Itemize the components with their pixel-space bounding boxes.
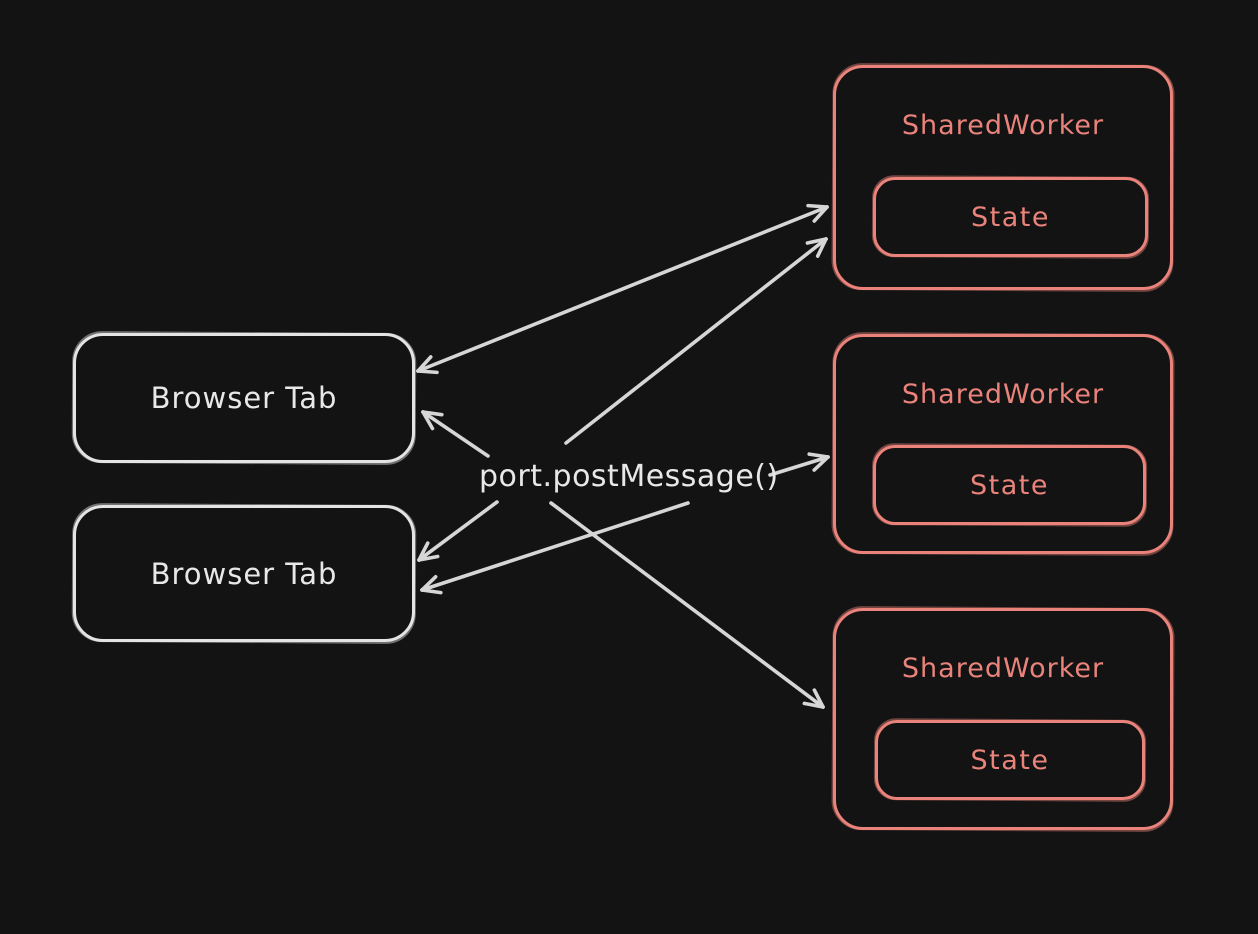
arrowhead — [812, 688, 825, 709]
arrow-center-tab2-b — [420, 501, 690, 592]
shared-worker-2-label: SharedWorker — [901, 379, 1105, 410]
arrow-center-worker3 — [549, 501, 825, 709]
shared-worker-1-label: SharedWorker — [901, 110, 1105, 141]
arrow-center-tab2-a — [417, 500, 499, 562]
arrowhead — [802, 701, 825, 709]
arrowhead — [807, 452, 830, 459]
shared-worker-2-box: SharedWorker State — [833, 334, 1173, 554]
state-label-1: State — [971, 201, 1050, 233]
arrowhead — [416, 369, 439, 375]
state-box-3: State — [875, 720, 1145, 800]
arrowhead — [815, 237, 828, 258]
post-message-label: port.postMessage() — [479, 459, 779, 494]
state-box-1: State — [873, 177, 1148, 257]
arrow-tab1-worker1 — [416, 205, 829, 373]
shared-worker-3-box: SharedWorker State — [833, 608, 1173, 830]
browser-tab-2-label: Browser Tab — [150, 556, 338, 591]
browser-tab-2-box: Browser Tab — [73, 505, 415, 642]
browser-tab-1-box: Browser Tab — [73, 333, 415, 463]
state-label-3: State — [970, 744, 1050, 776]
arrowhead — [806, 203, 829, 209]
arrow-center-tab1 — [421, 410, 490, 458]
arrowhead — [420, 588, 443, 595]
shared-worker-3-label: SharedWorker — [901, 653, 1105, 684]
arrowhead — [420, 574, 438, 592]
arrow-center-worker1 — [564, 237, 828, 445]
state-label-2: State — [970, 469, 1049, 501]
arrowhead — [812, 205, 829, 223]
browser-tab-1-label: Browser Tab — [150, 381, 338, 415]
state-box-2: State — [873, 445, 1146, 525]
arrowhead — [417, 541, 430, 562]
arrowhead — [812, 455, 830, 472]
arrowhead — [805, 237, 828, 245]
arrowhead — [421, 410, 435, 431]
shared-worker-1-box: SharedWorker State — [833, 65, 1173, 290]
arrowhead — [417, 554, 440, 562]
arrowhead — [421, 410, 444, 417]
arrowhead — [416, 355, 433, 373]
